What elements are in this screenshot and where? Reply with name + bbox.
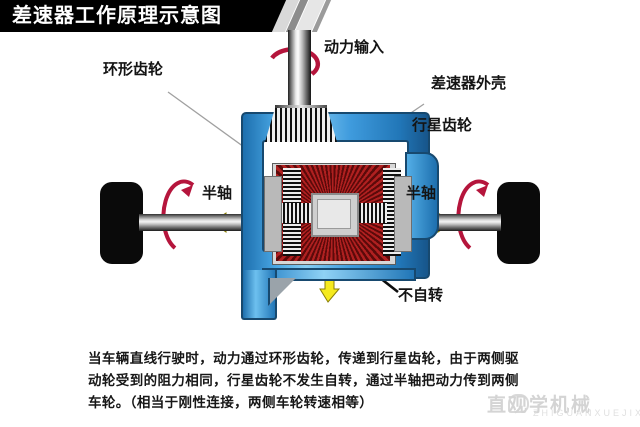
page-title: 差速器工作原理示意图 <box>12 5 222 27</box>
caption-line-2: 动轮受到的阻力相同，行星齿轮不发生自转，通过半轴把动力传到两侧 <box>88 373 519 388</box>
arrowhead-rotation-right <box>476 185 488 197</box>
left-bearing <box>264 176 282 252</box>
left-half-shaft <box>139 214 255 231</box>
right-wheel <box>497 182 540 264</box>
bevel-pinion-gear <box>265 108 337 142</box>
watermark-subtext: ZHIGUANXUEJIXIE <box>533 408 640 418</box>
rotation-arrow-left-wheel <box>161 179 195 250</box>
caption-line-1: 当车辆直线行驶时，动力通过环形齿轮，传递到行星齿轮，由于两侧驱 <box>88 351 519 366</box>
arrowhead-rotation-left <box>181 185 193 197</box>
title-banner: 差速器工作原理示意图 <box>0 0 640 32</box>
left-wheel <box>100 182 143 264</box>
caption-block: 当车辆直线行驶时，动力通过环形齿轮，传递到行星齿轮，由于两侧驱 动轮受到的阻力相… <box>88 348 558 414</box>
label-planet-gear: 行星齿轮 <box>412 117 473 134</box>
wechat-logo-icon <box>508 394 529 413</box>
caption-line-3: 车轮。（相当于刚性连接，两侧车轮转速相等） <box>88 395 374 410</box>
rotation-arrow-right-wheel <box>456 179 490 250</box>
label-power-input: 动力输入 <box>324 39 385 56</box>
banner-background <box>0 0 258 32</box>
label-half-shaft-left: 半轴 <box>202 185 233 202</box>
input-shaft <box>288 30 311 112</box>
label-diff-case: 差速器外壳 <box>431 75 507 92</box>
label-no-rotation: 不自转 <box>398 287 444 304</box>
watermark-text: 直观学机械 <box>487 395 593 416</box>
label-half-shaft-right: 半轴 <box>406 185 437 202</box>
label-ring-gear: 环形齿轮 <box>103 61 164 78</box>
right-bearing <box>394 176 412 252</box>
cross-pin-core <box>317 199 351 229</box>
